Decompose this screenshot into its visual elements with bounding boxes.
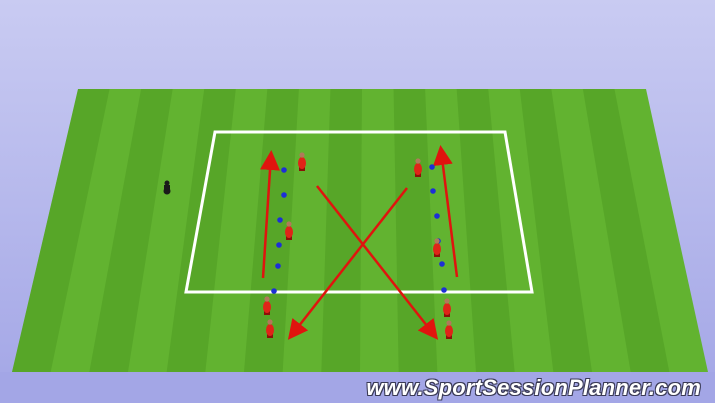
blue-cone-icon (281, 167, 287, 173)
bottom-band (0, 372, 715, 403)
blue-cone-icon (281, 192, 287, 198)
grass-stripe (166, 89, 236, 372)
grass-stripe (12, 89, 110, 372)
red-player-icon (433, 238, 441, 257)
red-player-icon (443, 298, 451, 317)
arrow-cross-to-left (287, 187, 408, 340)
red-player-icon (298, 152, 306, 171)
blue-cone-icon (434, 213, 440, 219)
movement-arrows (260, 145, 459, 340)
blue-cone-icon (275, 263, 281, 269)
arrow-cross-to-right (316, 185, 439, 340)
grass-stripe (393, 89, 438, 372)
cones (271, 164, 447, 294)
grass-stripe (519, 89, 592, 372)
grass-stripe (456, 89, 515, 372)
grass-stripe (244, 89, 299, 372)
red-player-icon (266, 319, 274, 338)
blue-cone-icon (439, 261, 445, 267)
red-player-icon (414, 158, 422, 177)
training-area-boundary (184, 130, 534, 294)
grass-stripe (321, 89, 362, 372)
arrow-right-run (432, 145, 459, 278)
players (263, 152, 453, 339)
coach (163, 180, 171, 195)
red-player-icon (263, 296, 271, 315)
grass-stripe (582, 89, 670, 372)
arrow-left-run (260, 150, 281, 279)
blue-cone-icon (277, 217, 283, 223)
grass-stripe (89, 89, 173, 372)
blue-cone-icon (276, 242, 282, 248)
blue-cone-icon (429, 164, 435, 170)
blue-cone-icon (441, 287, 447, 293)
red-player-icon (445, 320, 453, 339)
pitch (12, 89, 708, 372)
red-player-icon (285, 221, 293, 240)
blue-cone-icon (271, 288, 277, 294)
watermark-text: www.SportSessionPlanner.com (366, 375, 701, 400)
blue-cone-icon (430, 188, 436, 194)
